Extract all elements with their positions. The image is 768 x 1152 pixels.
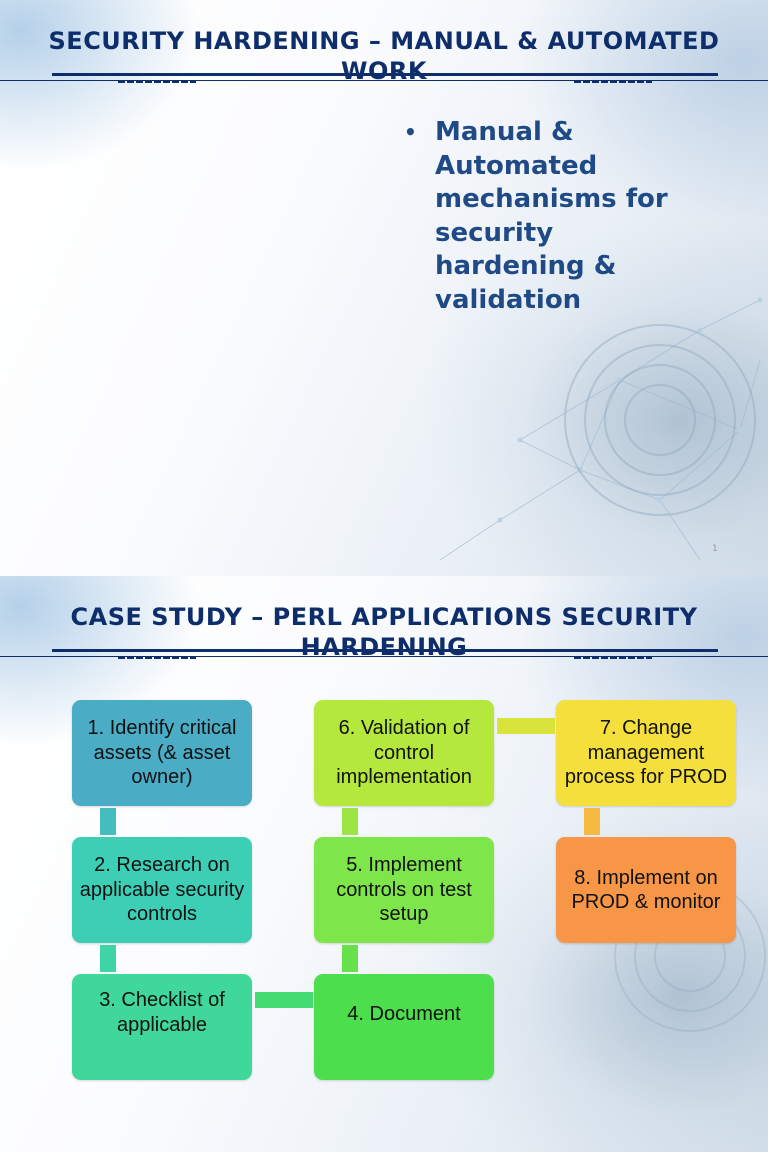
title-rule-2 xyxy=(0,656,768,657)
title-rule-dash-left xyxy=(118,80,196,83)
step-2-box: 2. Research on applicable security contr… xyxy=(72,837,252,943)
connector-3-4 xyxy=(255,992,313,1008)
title-rule-dash-right-2 xyxy=(574,656,652,659)
step-8-box: 8. Implement on PROD & monitor xyxy=(556,837,736,943)
connector-2-3 xyxy=(100,945,116,972)
step-5-box: 5. Implement controls on test setup xyxy=(314,837,494,943)
step-5-label: 5. Implement controls on test setup xyxy=(336,854,472,926)
step-1-box: 1. Identify critical assets (& asset own… xyxy=(72,700,252,806)
title-underline-2 xyxy=(52,649,718,652)
step-3-box: 3. Checklist of applicable xyxy=(72,974,252,1080)
step-7-label: 7. Change management process for PROD xyxy=(564,717,728,789)
connector-5-6 xyxy=(342,808,358,835)
step-4-label: 4. Document xyxy=(347,1003,461,1025)
step-2-label: 2. Research on applicable security contr… xyxy=(79,854,245,926)
connector-4-5 xyxy=(342,945,358,972)
title-rule-dash-right xyxy=(574,80,652,83)
step-6-box: 6. Validation of control implementation xyxy=(314,700,494,806)
step-1-label: 1. Identify critical assets (& asset own… xyxy=(87,717,237,789)
title-underline xyxy=(52,73,718,76)
step-3-label: 3. Checklist of applicable xyxy=(99,989,225,1036)
step-8-label: 8. Implement on PROD & monitor xyxy=(571,866,721,914)
step-6-label: 6. Validation of control implementation xyxy=(336,717,472,789)
page-number: 1 xyxy=(712,544,718,554)
bullet-text: Manual & Automated mechanisms for securi… xyxy=(435,117,668,315)
title-rule xyxy=(0,80,768,81)
slide-1: SECURITY HARDENING – MANUAL & AUTOMATED … xyxy=(0,0,768,576)
connector-7-8 xyxy=(584,808,600,835)
step-7-box: 7. Change management process for PROD xyxy=(556,700,736,806)
connector-1-2 xyxy=(100,808,116,835)
title-rule-dash-left-2 xyxy=(118,656,196,659)
bullet-marker: • xyxy=(404,120,417,144)
connector-6-7 xyxy=(497,718,555,734)
slide-title: SECURITY HARDENING – MANUAL & AUTOMATED … xyxy=(48,27,720,85)
slide-title-2: CASE STUDY – PERL APPLICATIONS SECURITY … xyxy=(70,603,698,661)
step-4-box: 4. Document xyxy=(314,974,494,1080)
